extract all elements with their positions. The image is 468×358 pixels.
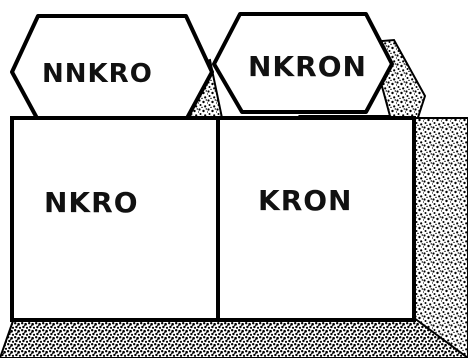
- left-cube-face: [12, 118, 218, 320]
- left-cube-face-label: NKRO: [44, 186, 139, 219]
- right-cube-face: [218, 118, 414, 320]
- left-hexagon-label: NNKRO: [42, 59, 153, 89]
- cube-side-face: [414, 118, 468, 358]
- right-cube-face-label: KRON: [258, 184, 353, 217]
- cube-bottom-shadow: [0, 318, 468, 358]
- right-hexagon-label: NKRON: [248, 50, 367, 83]
